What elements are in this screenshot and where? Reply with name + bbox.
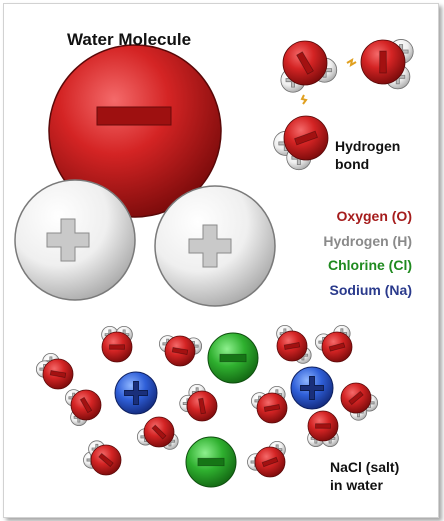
plus-sign-icon [300, 376, 324, 400]
legend: Oxygen (O) Hydrogen (H) Chlorine (Cl) So… [323, 204, 412, 302]
nacl-label-line2: in water [330, 477, 383, 493]
minus-sign-icon [151, 424, 167, 440]
legend-item-oxygen: Oxygen (O) [336, 208, 412, 224]
minus-sign-icon [294, 130, 318, 146]
water-molecule [307, 410, 339, 447]
water-molecule [101, 326, 133, 363]
minus-sign-icon [379, 50, 387, 74]
water-molecule [280, 40, 338, 93]
legend-item-chlorine: Chlorine (Cl) [328, 257, 412, 273]
plus-sign-icon [46, 218, 90, 262]
minus-sign-icon [348, 390, 364, 406]
hydrogen-bond-label-line2: bond [335, 156, 370, 172]
hydrogen-bond-illustration [300, 57, 357, 105]
water-molecule [314, 324, 353, 363]
water-molecule [251, 385, 288, 424]
plus-sign-icon [188, 224, 232, 268]
water-molecule [136, 416, 179, 450]
minus-sign-icon [219, 353, 247, 363]
chloride-ion [207, 332, 259, 384]
nacl-label: NaCl (salt) in water [330, 458, 399, 494]
minus-sign-icon [197, 457, 225, 467]
water-molecule [340, 382, 379, 421]
minus-sign-icon [109, 344, 125, 350]
water-molecule [65, 389, 102, 426]
water-molecule [83, 440, 122, 476]
water-molecule [159, 335, 203, 367]
water-molecule [179, 383, 218, 422]
water-molecule [273, 115, 329, 171]
minus-sign-icon [198, 397, 206, 415]
legend-item-hydrogen: Hydrogen (H) [323, 232, 412, 249]
hydrogen-bond-label-line1: Hydrogen [335, 138, 401, 154]
sodium-ion [114, 371, 158, 415]
minus-sign-icon [171, 347, 189, 355]
minus-sign-icon [96, 106, 172, 126]
hydrogen-bond-icon [300, 94, 308, 105]
minus-sign-icon [283, 342, 301, 350]
minus-sign-icon [261, 456, 279, 468]
plus-sign-icon [124, 381, 148, 405]
large-water-molecule [14, 44, 276, 307]
chloride-ion [185, 436, 237, 488]
nacl-label-line1: NaCl (salt) [330, 459, 400, 475]
hydrogen-bond-label: Hydrogen bond [335, 137, 400, 173]
minus-sign-icon [315, 423, 331, 429]
oxygen-atom-large [48, 44, 222, 218]
water-molecule [276, 325, 312, 364]
water-molecule [247, 441, 286, 478]
minus-sign-icon [79, 396, 93, 414]
minus-sign-icon [328, 342, 346, 352]
sodium-ion [290, 366, 334, 410]
legend-item-sodium: Sodium (Na) [329, 281, 412, 298]
hydrogen-bond-icon [346, 57, 357, 68]
water-molecule [35, 353, 74, 390]
water-molecule [360, 39, 414, 90]
minus-sign-icon [49, 370, 67, 378]
minus-sign-icon [98, 452, 114, 468]
minus-sign-icon [263, 404, 281, 412]
page-title: Water Molecule [67, 30, 192, 49]
minus-sign-icon [296, 51, 314, 75]
